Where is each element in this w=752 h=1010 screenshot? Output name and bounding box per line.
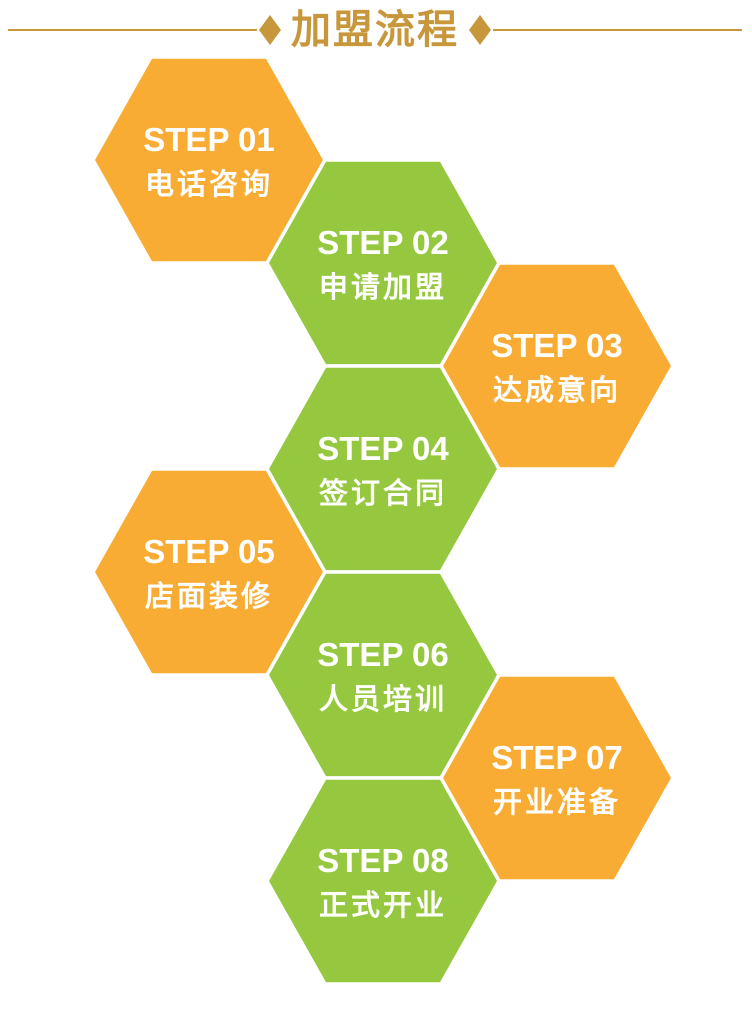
step-label: 人员培训: [319, 682, 447, 716]
step-hexagon-7: STEP 07 开业准备: [438, 673, 676, 883]
title-rule-right: [493, 29, 742, 31]
step-number: STEP 03: [491, 327, 622, 364]
step-number: STEP 07: [491, 739, 622, 776]
step-label: 电话咨询: [145, 168, 273, 201]
step-number: STEP 06: [317, 636, 448, 673]
step-hexagon-5: STEP 05 店面装修: [90, 467, 328, 677]
step-hexagon-8: STEP 08 正式开业: [264, 776, 502, 986]
step-label: 店面装修: [145, 580, 273, 613]
step-number: STEP 02: [317, 224, 448, 261]
step-number: STEP 04: [317, 430, 449, 467]
step-label: 正式开业: [319, 889, 447, 922]
title-rule-left: [8, 29, 257, 31]
step-hexagon-4: STEP 04 签订合同: [264, 364, 502, 574]
step-hexagon-3: STEP 03 达成意向: [438, 261, 676, 471]
step-label: 达成意向: [493, 373, 621, 407]
step-label: 签订合同: [319, 476, 447, 510]
step-hexagon-1: STEP 01 电话咨询: [90, 55, 328, 265]
hexagon-shape: [264, 776, 502, 986]
step-number: STEP 05: [143, 533, 274, 570]
step-label: 申请加盟: [319, 271, 447, 304]
step-label: 开业准备: [493, 786, 621, 819]
page-title: 加盟流程: [291, 8, 459, 52]
diamond-right-icon: [469, 15, 491, 45]
step-number: STEP 01: [143, 121, 274, 158]
header: 加盟流程: [0, 8, 752, 52]
step-hexagon-6: STEP 06 人员培训: [264, 570, 502, 780]
step-number: STEP 08: [317, 842, 448, 879]
diamond-left-icon: [259, 15, 281, 45]
